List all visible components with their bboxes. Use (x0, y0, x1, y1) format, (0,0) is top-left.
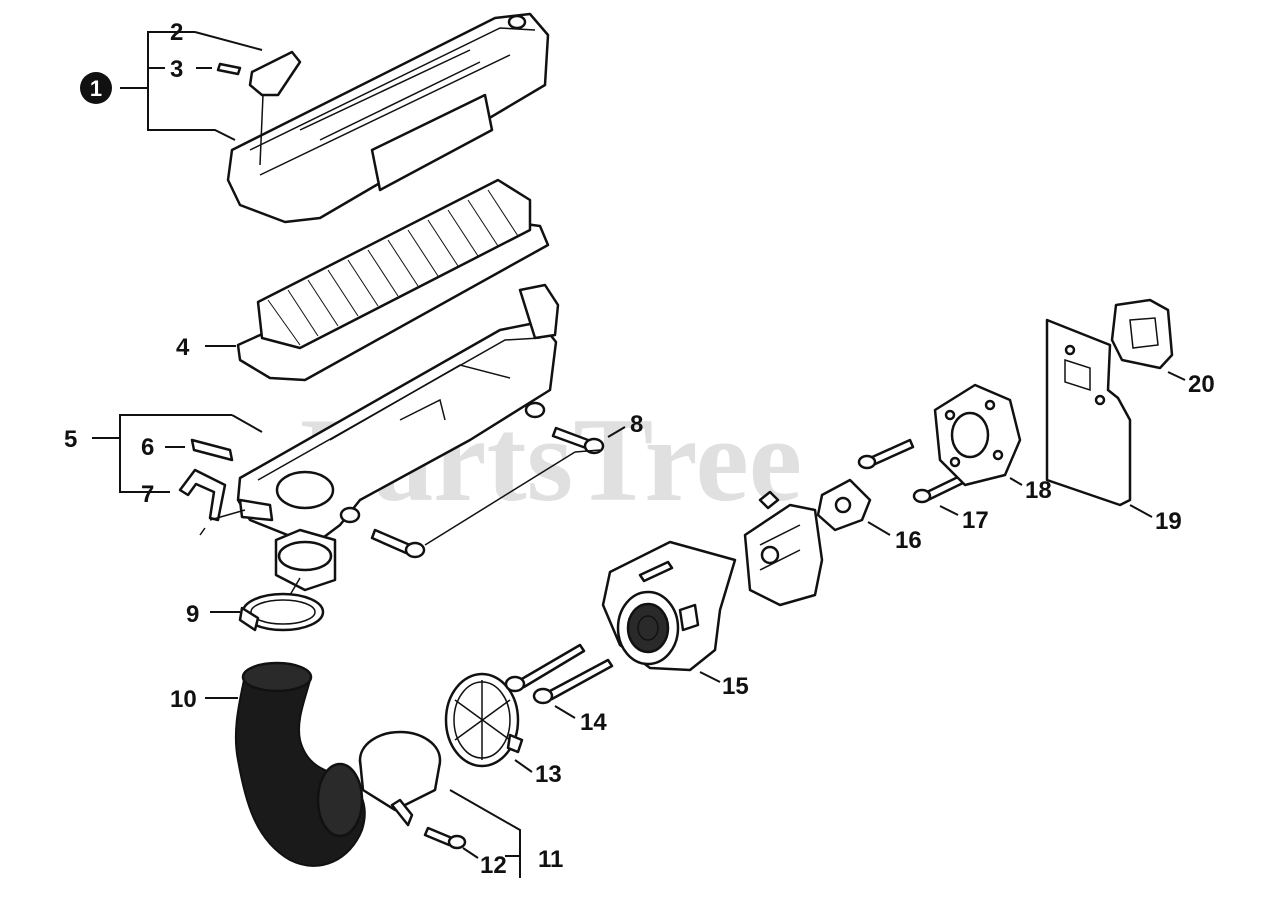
screw-case-lower[interactable] (370, 451, 576, 559)
assembly-badge: 1 (80, 72, 112, 104)
callout-18: 18 (1025, 477, 1052, 504)
svg-text:1: 1 (90, 76, 102, 101)
filter-pleats (267, 189, 519, 346)
gasket-sheet-part-19[interactable] (1045, 318, 1132, 507)
gasket-part-20[interactable] (1110, 298, 1174, 370)
callout-10: 10 (170, 686, 197, 713)
pin-part-3[interactable] (216, 62, 242, 76)
callout-4: 4 (176, 334, 190, 361)
callout-8: 8 (630, 411, 643, 438)
callout-11: 11 (538, 846, 563, 873)
gasket-part-16[interactable] (816, 478, 872, 532)
callout-20: 20 (1188, 371, 1215, 398)
air-filter-element-part-4[interactable] (236, 178, 550, 382)
adapter-part-15[interactable] (601, 540, 737, 672)
callout-6: 6 (141, 434, 154, 461)
hose-clamp-part-9[interactable] (238, 577, 325, 632)
callout-13: 13 (535, 761, 562, 788)
callout-16: 16 (895, 527, 922, 554)
callout-3: 3 (170, 56, 183, 83)
bolt-part-14[interactable] (504, 643, 614, 705)
carburetor[interactable] (743, 490, 824, 607)
gasket-part-6[interactable] (190, 438, 234, 462)
callout-labels: 2 3 4 5 6 7 8 9 10 11 12 13 14 15 16 17 … (64, 19, 1215, 879)
band-part-11[interactable] (358, 730, 442, 827)
latch-part-2[interactable] (248, 50, 302, 166)
clip-part-7[interactable] (178, 468, 246, 536)
callout-5: 5 (64, 426, 77, 453)
callout-2: 2 (170, 19, 183, 46)
intake-hose-part-10[interactable] (234, 661, 366, 867)
callout-15: 15 (722, 673, 749, 700)
plate-part-13[interactable] (444, 672, 524, 768)
callout-14: 14 (580, 709, 607, 736)
callout-7: 7 (141, 481, 154, 508)
spacer-part-18[interactable] (933, 383, 1022, 487)
screw-part-12[interactable] (423, 826, 467, 850)
leader-lines (92, 31, 1186, 878)
callout-17: 17 (962, 507, 989, 534)
callout-12: 12 (480, 852, 507, 879)
callout-9: 9 (186, 601, 199, 628)
air-cleaner-cover[interactable] (226, 12, 550, 224)
callout-19: 19 (1155, 508, 1182, 535)
air-cleaner-case-part-5[interactable] (236, 283, 560, 592)
